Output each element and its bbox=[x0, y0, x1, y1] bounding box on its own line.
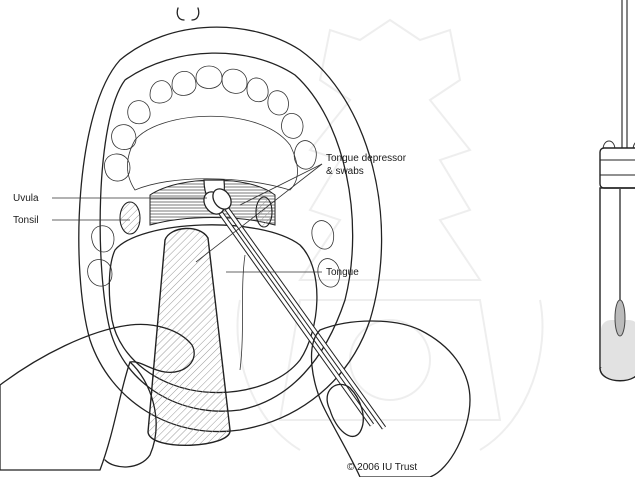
left-hand-finger bbox=[105, 362, 156, 467]
specimen-tube-icon bbox=[600, 0, 635, 381]
inner-mouth-outline bbox=[100, 53, 353, 411]
label-tonsil: Tonsil bbox=[13, 215, 39, 226]
watermark-emblem bbox=[238, 20, 543, 450]
nose-outline bbox=[177, 8, 199, 20]
upper-teeth bbox=[104, 66, 316, 181]
label-swabs: & swabs bbox=[326, 166, 364, 177]
label-tongue: Tongue bbox=[326, 267, 359, 278]
tongue-depressor-icon bbox=[148, 228, 230, 445]
palate bbox=[128, 116, 298, 190]
copyright-notice: © 2006 IU Trust bbox=[347, 462, 417, 473]
label-uvula: Uvula bbox=[13, 193, 39, 204]
tonsil-left bbox=[120, 202, 140, 234]
tonsil-right bbox=[256, 197, 272, 227]
label-tongue-depressor: Tongue depressor bbox=[326, 153, 407, 164]
